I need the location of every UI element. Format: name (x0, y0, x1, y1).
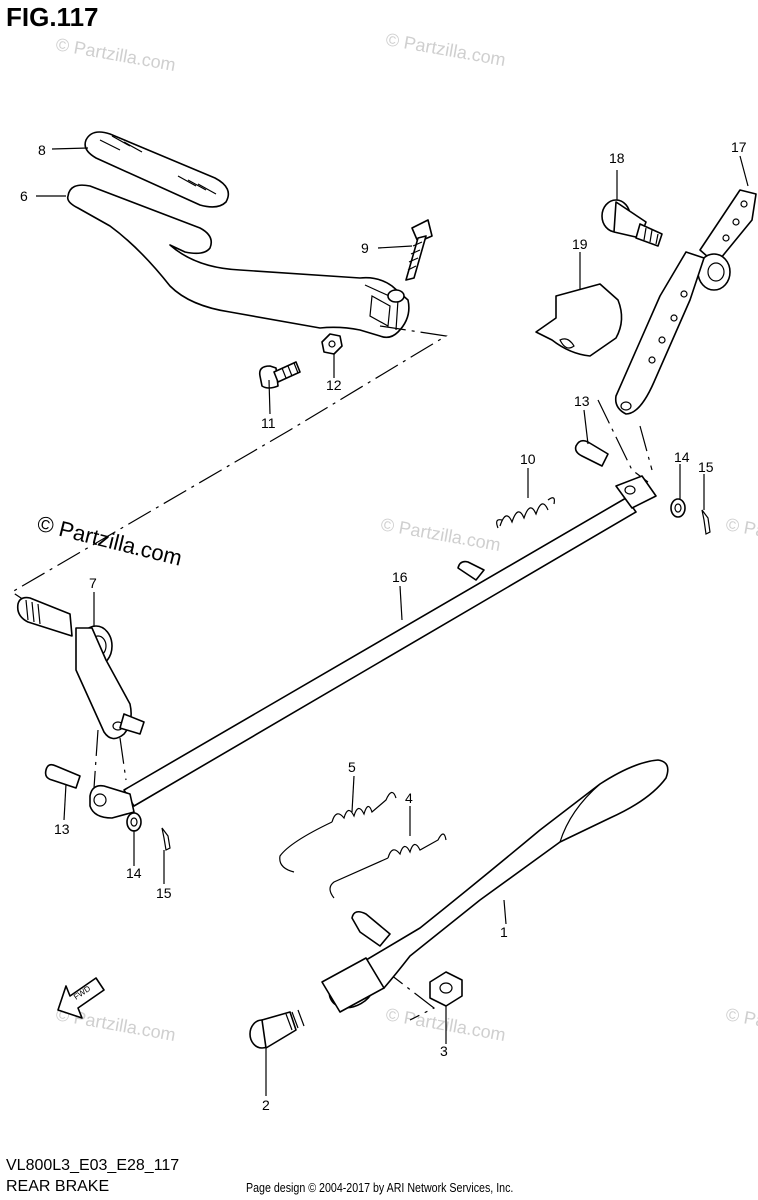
callout-18: 18 (609, 150, 625, 166)
part-9-bolt[interactable] (405, 219, 433, 281)
callout-13-left: 13 (54, 821, 70, 837)
part-1-side-stand[interactable] (321, 759, 669, 1016)
callout-3: 3 (440, 1043, 448, 1059)
part-19-cover[interactable] (535, 283, 623, 357)
callout-10: 10 (520, 451, 536, 467)
part-12-nut[interactable] (321, 333, 343, 355)
callout-15-left: 15 (156, 885, 172, 901)
callout-7: 7 (89, 575, 97, 591)
callout-leaders (36, 147, 749, 1096)
callout-4: 4 (405, 790, 413, 806)
callout-8: 8 (38, 142, 46, 158)
part-14-washer-left[interactable] (126, 812, 142, 832)
figure-subtitle: REAR BRAKE (6, 1178, 110, 1195)
part-5-spring[interactable] (279, 791, 397, 873)
part-7-brake-arm[interactable] (16, 596, 145, 740)
callout-13-right: 13 (574, 393, 590, 409)
callout-11: 11 (261, 415, 276, 431)
part-8-brake-pedal-pad[interactable] (84, 131, 230, 208)
watermark-text: © Partzilla.com (54, 34, 177, 75)
callout-14-left: 14 (126, 865, 142, 881)
part-10-spring[interactable] (496, 497, 555, 529)
callout-14-right: 14 (674, 449, 690, 465)
part-14-washer-right[interactable] (670, 498, 686, 518)
callouts: 8 6 9 19 18 17 11 12 13 10 14 15 16 7 13… (20, 139, 747, 1113)
part-3-nut[interactable] (429, 971, 463, 1007)
part-16-brake-rod[interactable] (89, 475, 657, 819)
callout-15-right: 15 (698, 459, 714, 475)
part-11-bolt[interactable] (258, 361, 301, 389)
callout-12: 12 (326, 377, 342, 393)
part-4-spring[interactable] (329, 833, 447, 899)
callout-16: 16 (392, 569, 408, 585)
part-18-pivot-bolt[interactable] (601, 199, 663, 247)
part-15-cotter-pin-right[interactable] (701, 509, 711, 535)
callout-2: 2 (262, 1097, 270, 1113)
part-13-pin-right[interactable] (574, 439, 609, 467)
part-17-rear-brake-lever[interactable] (614, 189, 757, 415)
part-13-pin-left[interactable] (44, 763, 81, 789)
watermarks: © Partzilla.com © Partzilla.com © Partzi… (35, 29, 758, 1045)
figure-title: FIG.117 (6, 2, 99, 32)
footer-copyright: Page design © 2004-2017 by ARI Network S… (246, 1180, 514, 1195)
watermark-text: © Partzilla.com (724, 514, 758, 555)
watermark-text: © Partzilla.com (724, 1004, 758, 1045)
part-6-brake-pedal[interactable] (66, 184, 410, 339)
watermark-text: © Partzilla.com (384, 29, 507, 70)
model-code: VL800L3_E03_E28_117 (6, 1157, 180, 1174)
watermark-text: © Partzilla.com (379, 514, 502, 555)
callout-17: 17 (731, 139, 747, 155)
part-2-bolt[interactable] (249, 1009, 305, 1049)
callout-9: 9 (361, 240, 369, 256)
watermark-main: © Partzilla.com (35, 511, 185, 571)
callout-19: 19 (572, 236, 588, 252)
part-15-cotter-pin-left[interactable] (161, 827, 171, 851)
callout-1: 1 (500, 924, 508, 940)
callout-6: 6 (20, 188, 28, 204)
callout-5: 5 (348, 759, 356, 775)
